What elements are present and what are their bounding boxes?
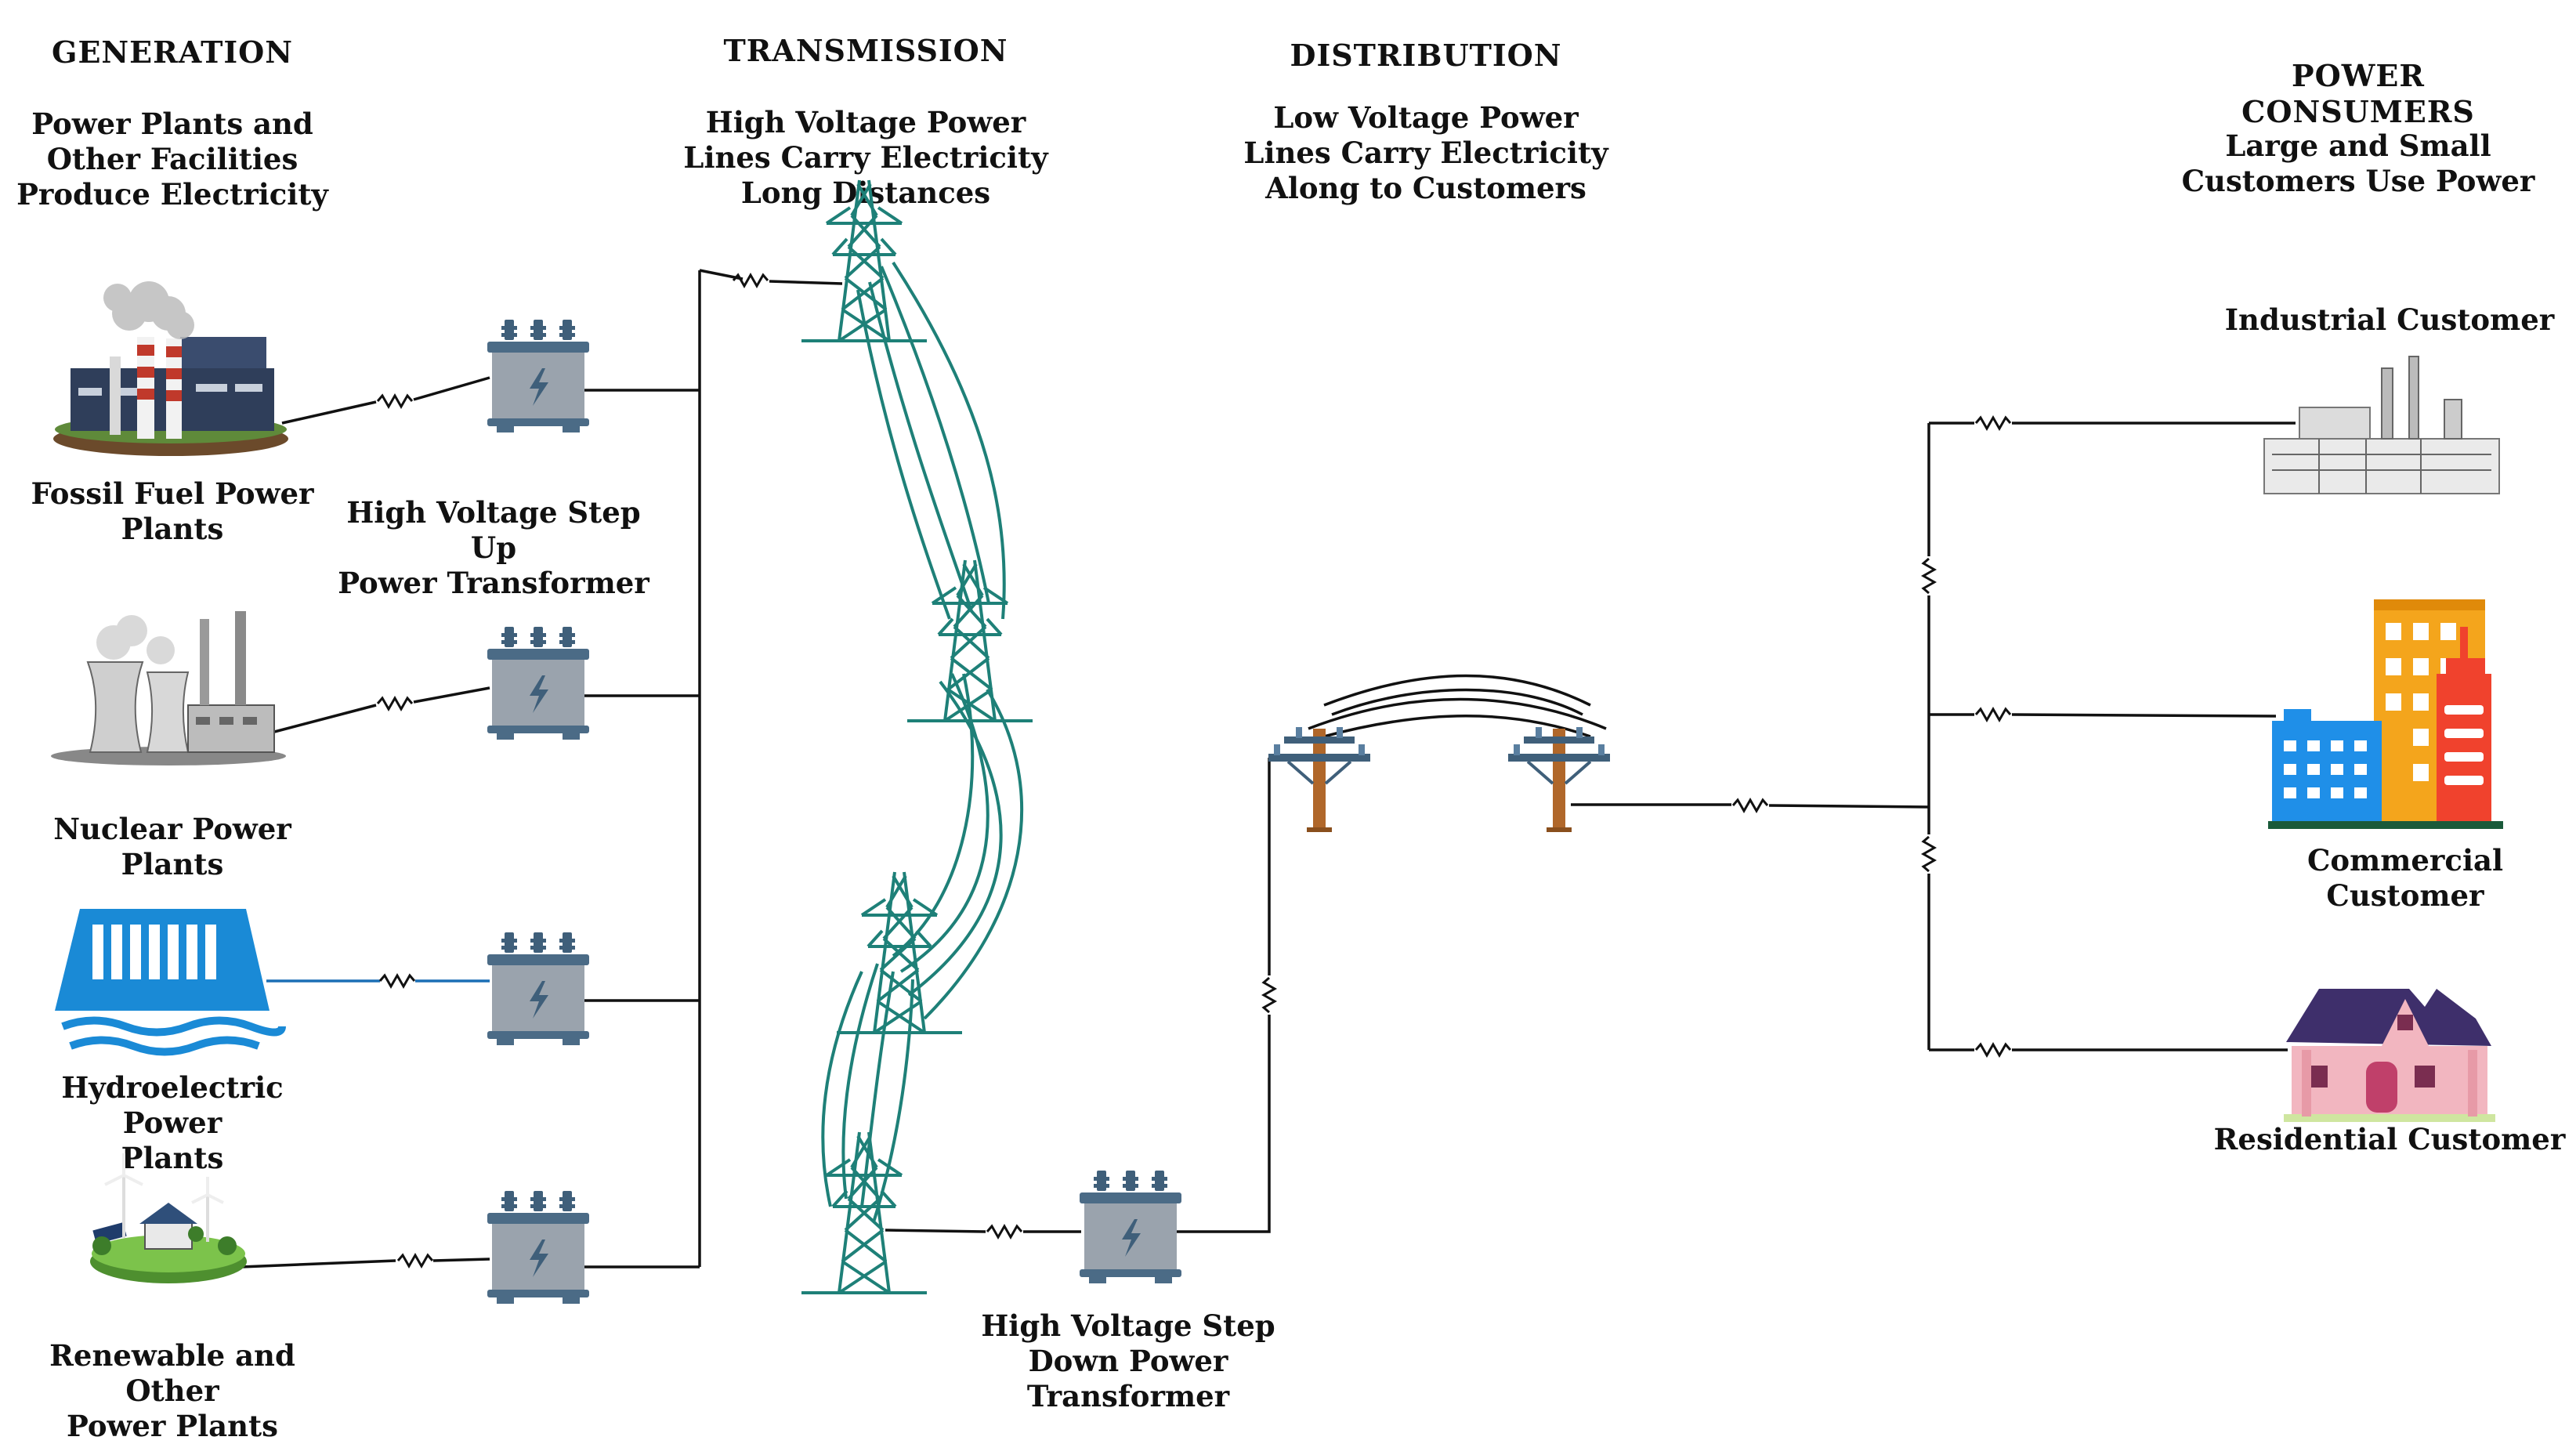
resistor-icon bbox=[986, 1225, 1023, 1239]
distribution-subtitle-line: Low Voltage Power bbox=[1273, 100, 1579, 135]
resistor-icon bbox=[376, 394, 414, 408]
consumers-subtitle-line: Large and Small bbox=[2225, 128, 2491, 163]
distribution-subtitle-line: Lines Carry Electricity bbox=[1243, 136, 1608, 171]
distribution-subtitle-line: Along to Customers bbox=[1265, 171, 1586, 206]
generation-subtitle-line: Power Plants and bbox=[31, 107, 313, 141]
resistor-icon bbox=[1974, 708, 2012, 722]
resistor-icon bbox=[378, 974, 416, 988]
step-up-transformers bbox=[487, 320, 589, 1304]
consumers-subtitle: Large and Small Customers Use Power bbox=[2178, 128, 2538, 199]
transformer-icon bbox=[487, 320, 589, 432]
transmission-subtitle-line: High Voltage Power bbox=[705, 105, 1026, 139]
transmission-title: TRANSMISSION bbox=[723, 33, 1008, 68]
resistor-icon bbox=[376, 697, 414, 711]
resistor-icon bbox=[1262, 976, 1276, 1014]
resistor-icon bbox=[1922, 835, 1936, 873]
generation-subtitle-line: Produce Electricity bbox=[16, 177, 328, 212]
transformer-icon bbox=[487, 627, 589, 740]
renewable-energy-icon bbox=[90, 1153, 247, 1283]
industrial-factory-icon bbox=[2263, 356, 2500, 494]
resistor-icon bbox=[1974, 1043, 2012, 1057]
generation-subtitle-line: Other Facilities bbox=[46, 142, 298, 177]
fossil-fuel-plant-icon bbox=[53, 281, 288, 456]
transformer-icon bbox=[487, 932, 589, 1045]
commercial-buildings-icon bbox=[2268, 599, 2503, 829]
transmission-lines bbox=[821, 261, 1023, 1223]
transformer-icon bbox=[1080, 1171, 1181, 1283]
resistor-icon bbox=[396, 1254, 434, 1268]
generation-title: GENERATION bbox=[52, 34, 293, 70]
residential-customer-label: Residential Customer bbox=[2213, 1122, 2566, 1156]
resistor-icon bbox=[1731, 798, 1769, 812]
distribution-subtitle: Low Voltage Power Lines Carry Electricit… bbox=[1238, 100, 1614, 206]
resistor-icon bbox=[732, 273, 769, 288]
generation-subtitle: Power Plants and Other Facilities Produc… bbox=[8, 107, 337, 212]
transmission-subtitle-line: Lines Carry Electricity bbox=[683, 140, 1048, 176]
distribution-lines bbox=[1308, 674, 1607, 738]
nuclear-plant-label: Nuclear Power Plants bbox=[53, 812, 291, 882]
commercial-customer-label: Commercial Customer bbox=[2306, 843, 2504, 914]
utility-pole-icon bbox=[1507, 726, 1612, 834]
transmission-tower-icon bbox=[906, 559, 1034, 722]
transmission-tower-icon bbox=[800, 1131, 928, 1294]
generation-wires bbox=[241, 269, 843, 1268]
resistor-icon bbox=[1922, 557, 1936, 595]
resistor-icon bbox=[1974, 416, 2012, 430]
residential-house-icon bbox=[2284, 989, 2495, 1122]
transmission-towers bbox=[800, 179, 1034, 1294]
distribution-title: DISTRIBUTION bbox=[1290, 38, 1562, 73]
industrial-customer-label: Industrial Customer bbox=[2224, 302, 2555, 337]
hydroelectric-dam-icon bbox=[55, 909, 286, 1056]
consumers-title: POWER CONSUMERS bbox=[2241, 58, 2475, 130]
transmission-subtitle: High Voltage Power Lines Carry Electrici… bbox=[666, 105, 1065, 211]
utility-pole-icon bbox=[1267, 726, 1372, 834]
consumers-subtitle-line: Customers Use Power bbox=[2181, 164, 2535, 199]
consumer-wires bbox=[1571, 416, 2296, 1057]
step-down-wires bbox=[885, 756, 1316, 1239]
nuclear-plant-icon bbox=[51, 611, 286, 765]
transformer-icon bbox=[487, 1191, 589, 1304]
